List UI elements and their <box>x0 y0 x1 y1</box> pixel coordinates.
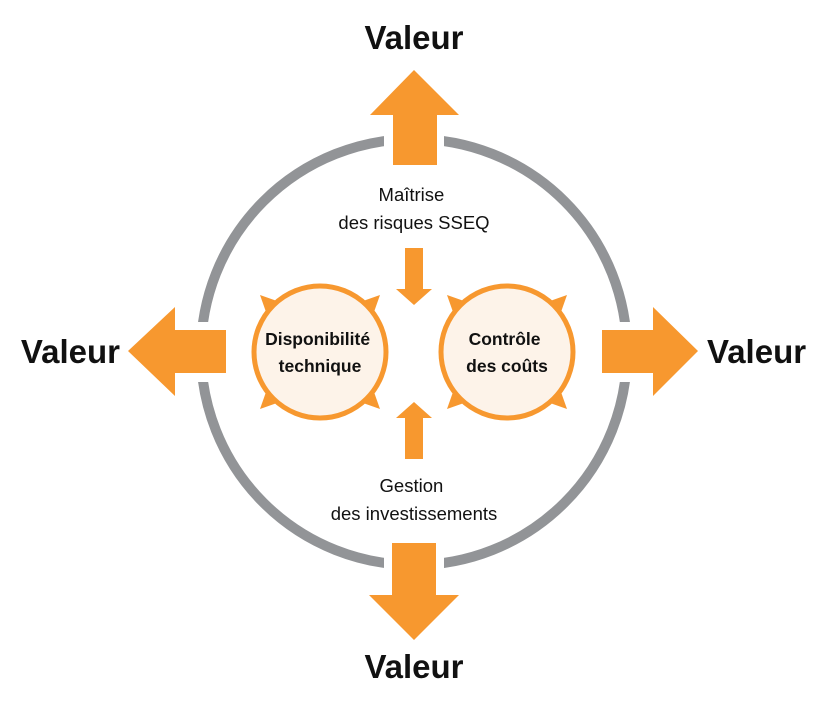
availability-circle <box>251 283 389 421</box>
value-label-left: Valeur <box>21 333 120 370</box>
svg-text:Contrôle des coûts: Contrôle des coûts <box>466 329 548 376</box>
arrow-left-icon <box>128 307 226 396</box>
costs-circle <box>438 283 576 421</box>
risk-label-line1: Maîtrise <box>379 184 445 205</box>
costs-label-line2: des coûts <box>466 356 548 376</box>
sun-rays-icon <box>447 295 567 409</box>
availability-label-line1: Disponibilité <box>265 329 370 349</box>
investment-label-line1: Gestion <box>380 475 444 496</box>
costs-label-line1: Contrôle <box>469 329 541 349</box>
svg-text:Gestion des investissement: Gestion des investissements <box>331 475 498 524</box>
risk-label-line2: des risques SSEQ <box>338 212 489 233</box>
small-arrow-up-icon <box>396 402 432 459</box>
availability-label-line2: technique <box>279 356 362 376</box>
sun-rays-icon <box>260 295 380 409</box>
arrow-down-icon <box>369 543 459 640</box>
value-label-bottom: Valeur <box>364 648 463 685</box>
svg-text:Disponibilité technique: Disponibilité technique <box>265 329 375 376</box>
svg-text:Maîtrise des risques SSEQ: Maîtrise des risques SSEQ <box>338 184 489 233</box>
arrow-right-icon <box>602 307 698 396</box>
availability-node: Disponibilité technique <box>251 283 389 421</box>
investment-label-line2: des investissements <box>331 503 498 524</box>
small-arrow-down-icon <box>396 248 432 305</box>
value-label-top: Valeur <box>364 19 463 56</box>
costs-node: Contrôle des coûts <box>438 283 576 421</box>
arrow-up-icon <box>370 70 459 165</box>
value-label-right: Valeur <box>707 333 806 370</box>
